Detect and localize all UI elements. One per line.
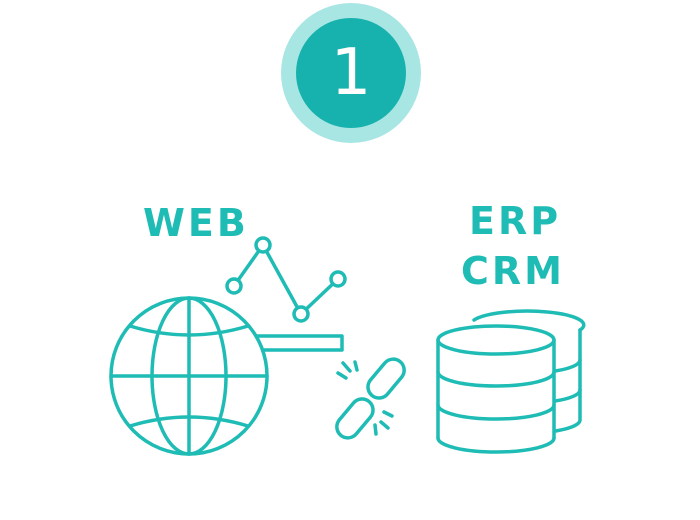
step-badge: 1 <box>281 3 421 143</box>
globe-icon <box>109 296 269 456</box>
crm-label: CRM <box>461 249 565 293</box>
broken-link-icon <box>335 357 406 440</box>
erp-label: ERP <box>469 199 562 243</box>
database-icon <box>436 309 586 454</box>
line-chart-icon <box>225 236 347 323</box>
connector-bar <box>248 334 344 352</box>
step-number: 1 <box>296 18 406 128</box>
web-label: WEB <box>143 201 249 245</box>
